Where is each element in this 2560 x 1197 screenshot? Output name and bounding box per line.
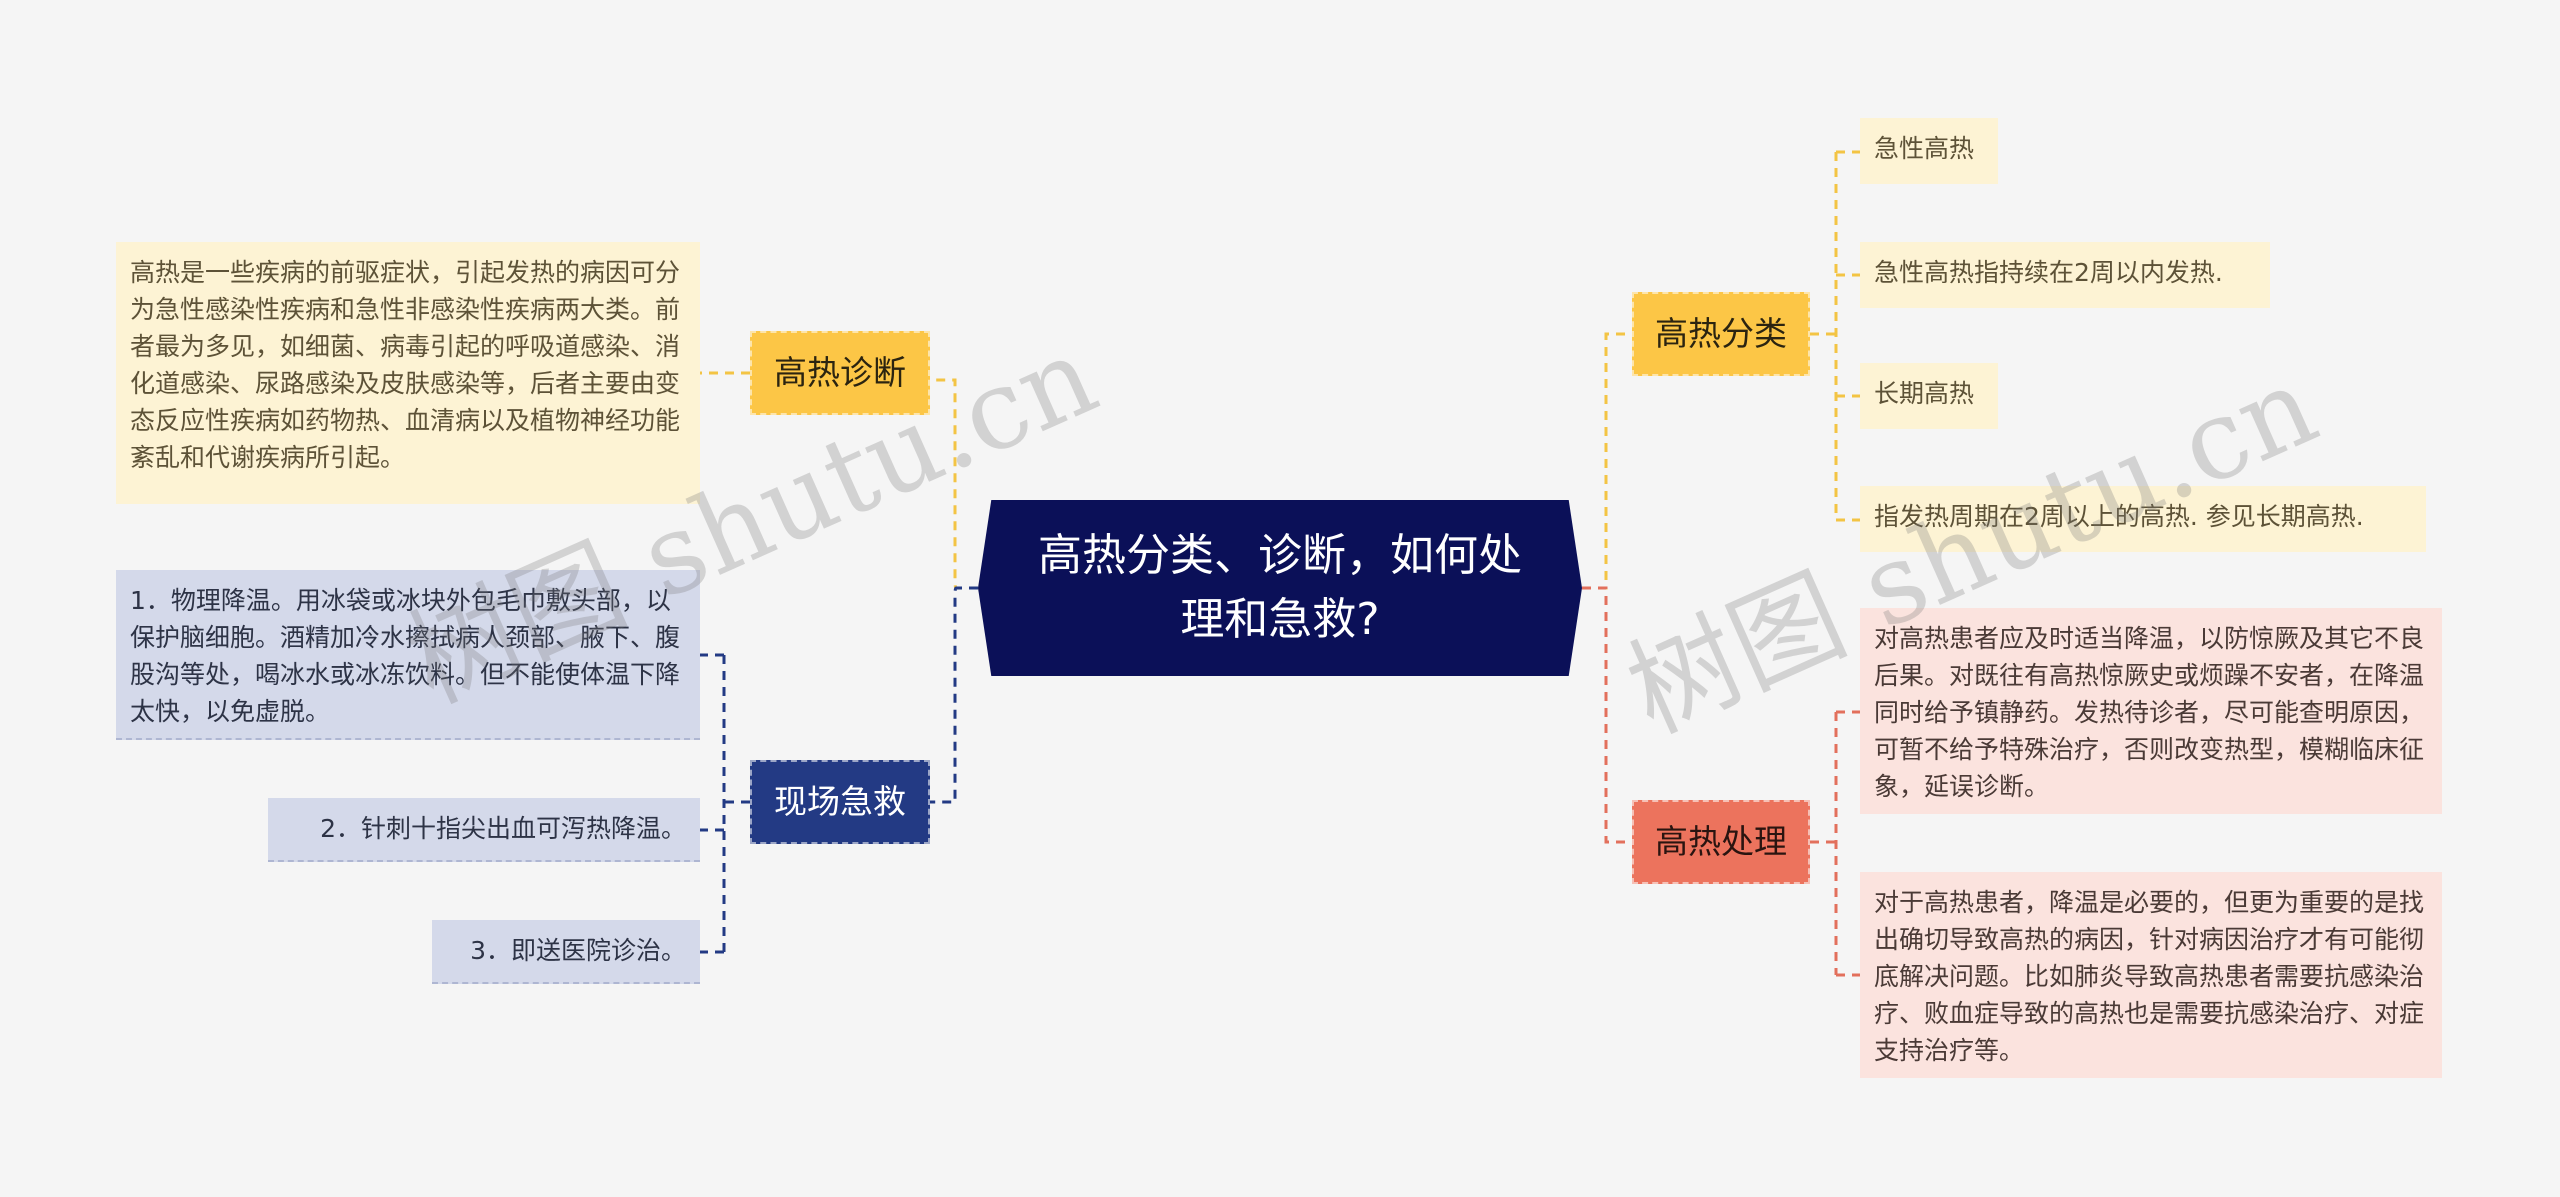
first-aid-item-2-text: 2．针刺十指尖出血可泻热降温。 <box>320 814 686 843</box>
topic-treatment[interactable]: 高热处理 <box>1632 800 1810 884</box>
topic-first-aid-label: 现场急救 <box>774 782 906 821</box>
classification-item-2-text: 急性高热指持续在2周以内发热. <box>1874 258 2223 287</box>
classification-item-1[interactable]: 急性高热 <box>1860 118 1998 184</box>
diagnosis-detail[interactable]: 高热是一些疾病的前驱症状，引起发热的病因可分为急性感染性疾病和急性非感染性疾病两… <box>116 242 700 504</box>
topic-diagnosis[interactable]: 高热诊断 <box>750 331 930 415</box>
first-aid-item-3-text: 3．即送医院诊治。 <box>470 936 686 965</box>
topic-classification[interactable]: 高热分类 <box>1632 292 1810 376</box>
connector-central-diagnosis <box>930 378 978 590</box>
classification-item-4[interactable]: 指发热周期在2周以上的高热. 参见长期高热. <box>1860 486 2426 552</box>
treatment-item-2-text: 对于高热患者，降温是必要的，但更为重要的是找出确切导致高热的病因，针对病因治疗才… <box>1874 888 2425 1065</box>
treatment-item-1-text: 对高热患者应及时适当降温，以防惊厥及其它不良后果。对既往有高热惊厥史或烦躁不安者… <box>1874 624 2425 801</box>
topic-diagnosis-label: 高热诊断 <box>774 353 906 392</box>
treatment-item-2[interactable]: 对于高热患者，降温是必要的，但更为重要的是找出确切导致高热的病因，针对病因治疗才… <box>1860 872 2442 1078</box>
connector-firstaid-items <box>700 653 750 954</box>
topic-classification-label: 高热分类 <box>1655 314 1787 353</box>
connector-central-treatment <box>1582 586 1632 844</box>
topic-treatment-label: 高热处理 <box>1655 822 1787 861</box>
treatment-item-1[interactable]: 对高热患者应及时适当降温，以防惊厥及其它不良后果。对既往有高热惊厥史或烦躁不安者… <box>1860 608 2442 814</box>
first-aid-item-3[interactable]: 3．即送医院诊治。 <box>432 920 700 984</box>
classification-item-3[interactable]: 长期高热 <box>1860 363 1998 429</box>
connector-classification-items <box>1810 150 1860 522</box>
central-topic[interactable]: 高热分类、诊断，如何处理和急救? <box>978 500 1582 676</box>
connector-central-firstaid <box>930 586 978 804</box>
first-aid-item-1-text: 1．物理降温。用冰袋或冰块外包毛巾敷头部，以保护脑细胞。酒精加冷水擦拭病人颈部、… <box>130 586 681 726</box>
first-aid-item-2[interactable]: 2．针刺十指尖出血可泻热降温。 <box>268 798 700 862</box>
first-aid-item-1[interactable]: 1．物理降温。用冰袋或冰块外包毛巾敷头部，以保护脑细胞。酒精加冷水擦拭病人颈部、… <box>116 570 700 740</box>
classification-item-2[interactable]: 急性高热指持续在2周以内发热. <box>1860 242 2270 308</box>
classification-item-1-text: 急性高热 <box>1874 134 1975 163</box>
connector-treatment-items <box>1810 710 1860 977</box>
connector-central-classification <box>1582 332 1632 590</box>
classification-item-3-text: 长期高热 <box>1874 379 1975 408</box>
topic-first-aid[interactable]: 现场急救 <box>750 760 930 844</box>
classification-item-4-text: 指发热周期在2周以上的高热. 参见长期高热. <box>1874 502 2364 531</box>
diagnosis-detail-text: 高热是一些疾病的前驱症状，引起发热的病因可分为急性感染性疾病和急性非感染性疾病两… <box>130 258 681 472</box>
central-topic-label: 高热分类、诊断，如何处理和急救? <box>1038 530 1522 645</box>
